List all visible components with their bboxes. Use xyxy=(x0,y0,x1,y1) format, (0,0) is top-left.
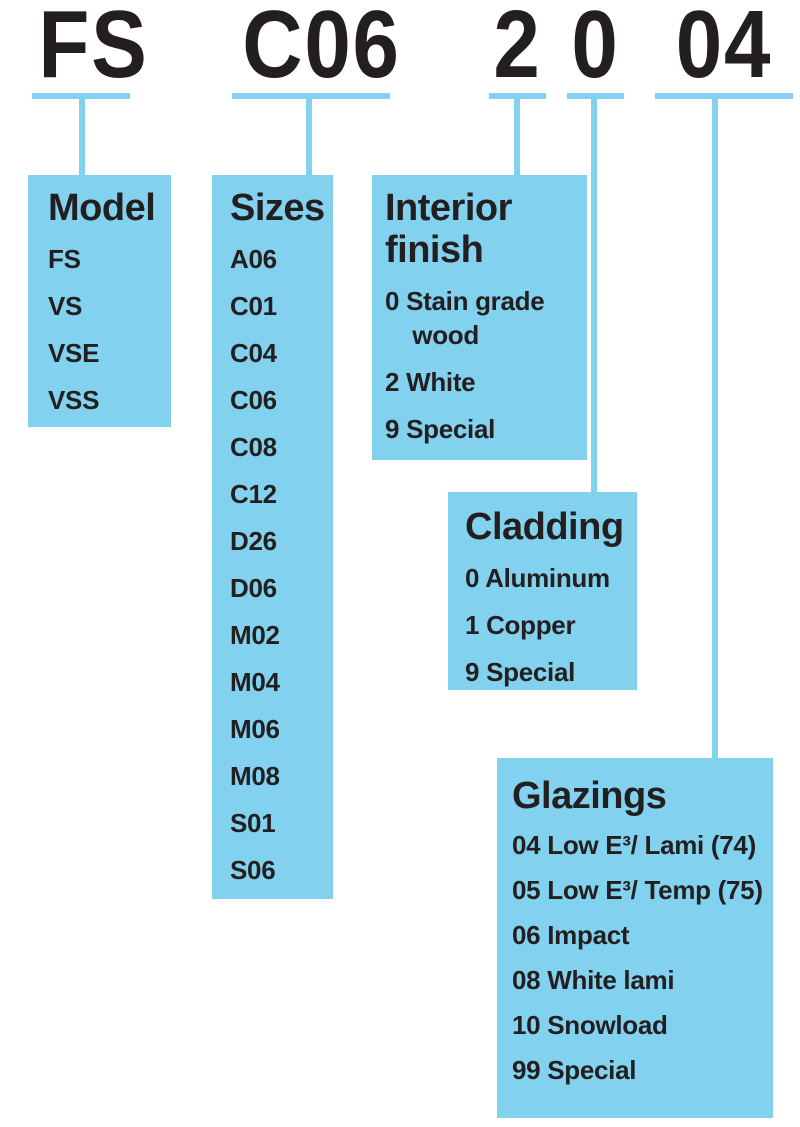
glazings-box-items: 04 Low E³/ Lami (74) 05 Low E³/ Temp (75)… xyxy=(512,828,767,1087)
list-item: C04 xyxy=(230,338,277,368)
list-item: FS xyxy=(48,244,81,274)
interior-finish-box-title: Interior finish xyxy=(385,187,512,271)
code-segment-sizes: C06 xyxy=(242,0,401,98)
underline-glazings xyxy=(655,93,793,99)
list-item: D26 xyxy=(230,526,277,556)
list-item: VSE xyxy=(48,338,100,368)
list-item: S06 xyxy=(230,855,276,885)
code-segment-glazings: 04 xyxy=(675,0,773,98)
list-item: 0 Aluminum xyxy=(465,563,610,593)
list-item: D06 xyxy=(230,573,277,603)
connector-line-interior-finish xyxy=(514,99,520,175)
list-item: 06 Impact xyxy=(512,920,630,950)
list-item: C06 xyxy=(230,385,277,415)
code-segment-model: FS xyxy=(38,0,149,98)
cladding-box: Cladding 0 Aluminum 1 Copper 9 Special xyxy=(448,492,637,690)
cladding-box-title: Cladding xyxy=(465,506,624,548)
list-item: 99 Special xyxy=(512,1055,637,1085)
connector-line-sizes xyxy=(306,99,312,175)
list-item: 9 Special xyxy=(385,414,496,444)
model-box-items: FS VS VSE VSS xyxy=(48,242,165,417)
connector-line-cladding xyxy=(591,99,597,492)
list-item: M08 xyxy=(230,761,280,791)
list-item: 1 Copper xyxy=(465,610,576,640)
code-segment-cladding: 0 xyxy=(571,0,620,98)
list-item: 10 Snowload xyxy=(512,1010,668,1040)
connector-line-glazings xyxy=(712,99,718,758)
list-item: 05 Low E³/ Temp (75) xyxy=(512,875,763,905)
model-box-title: Model xyxy=(48,187,156,229)
list-item: 9 Special xyxy=(465,657,576,687)
list-item: C08 xyxy=(230,432,277,462)
connector-line-model xyxy=(79,99,85,175)
list-item: A06 xyxy=(230,244,277,274)
glazings-box: Glazings 04 Low E³/ Lami (74) 05 Low E³/ … xyxy=(497,758,773,1118)
model-box: Model FS VS VSE VSS xyxy=(28,175,171,427)
cladding-box-items: 0 Aluminum 1 Copper 9 Special xyxy=(465,561,633,689)
list-item: S01 xyxy=(230,808,276,838)
glazings-box-title: Glazings xyxy=(512,775,667,817)
underline-sizes xyxy=(232,93,390,99)
list-item: 2 White xyxy=(385,367,476,397)
sizes-box-title: Sizes xyxy=(230,187,325,229)
list-item: VSS xyxy=(48,385,100,415)
list-item: 0 Stain grade wood xyxy=(385,286,545,350)
underline-model xyxy=(32,93,130,99)
list-item: M04 xyxy=(230,667,280,697)
list-item: C01 xyxy=(230,291,277,321)
list-item: VS xyxy=(48,291,83,321)
list-item: M02 xyxy=(230,620,280,650)
list-item: M06 xyxy=(230,714,280,744)
underline-cladding xyxy=(567,93,624,99)
code-segment-interior-finish: 2 xyxy=(493,0,542,98)
list-item: 04 Low E³/ Lami (74) xyxy=(512,830,756,860)
underline-interior-finish xyxy=(489,93,546,99)
interior-finish-box: Interior finish 0 Stain grade wood 2 Whit… xyxy=(372,175,587,460)
list-item: C12 xyxy=(230,479,277,509)
interior-finish-box-items: 0 Stain grade wood 2 White 9 Special xyxy=(385,284,575,446)
list-item: 08 White lami xyxy=(512,965,675,995)
